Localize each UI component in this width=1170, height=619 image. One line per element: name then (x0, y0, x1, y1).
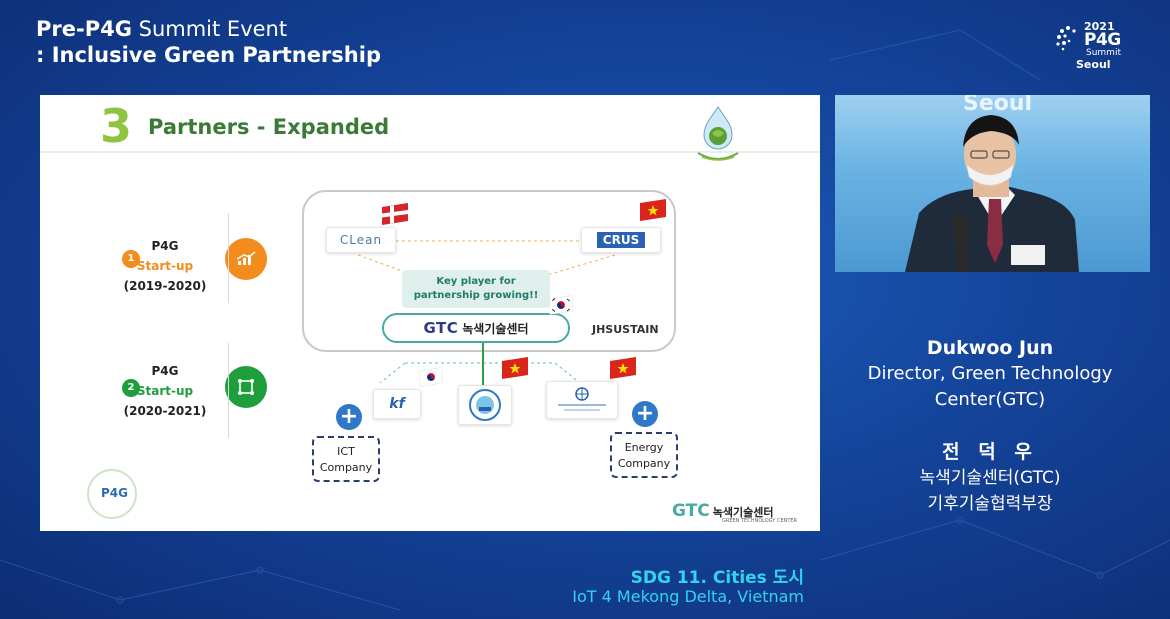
energy-company-line1: Energy (624, 441, 664, 454)
speaker-video-feed: Seoul (835, 95, 1150, 272)
logo-year: 2021 (1084, 20, 1115, 33)
clean-logo: CLean (326, 227, 396, 253)
phase-1-number: 1 (122, 250, 140, 268)
crus-logo: CRUS (581, 227, 661, 253)
event-title-bold: Pre-P4G (36, 17, 132, 41)
seal-icon (469, 389, 501, 421)
phase-1-name: P4G (151, 239, 179, 253)
slide-title: Partners - Expanded (148, 115, 390, 139)
phase-1-years: (2019-2020) (123, 279, 207, 293)
phase-2: P4G Start-up (2020-2021) (110, 361, 220, 421)
gtc-korean-text: 녹색기술센터 (462, 321, 529, 336)
event-title: Pre-P4G Summit Event : Inclusive Green P… (36, 16, 381, 68)
energy-company-line2: Company (617, 457, 671, 470)
session-sdg-label: SDG 11. Cities 도시 (630, 568, 804, 588)
phase-1: P4G Start-up (2019-2020) (110, 236, 220, 296)
p4g-summit-logo: 2021 P4G Summit Seoul (1054, 20, 1124, 72)
institute-emblem-icon (558, 387, 606, 411)
key-player-line1: Key player for (436, 276, 516, 287)
gtc-text: GTC (423, 319, 459, 337)
speaker-title-line1: Director, Green Technology (867, 363, 1113, 384)
ict-company-line1: ICT (337, 445, 355, 458)
speaker-title: Director, Green Technology Center(GTC) (840, 361, 1140, 413)
p4g-seal-logo: P4G (87, 469, 137, 519)
plus-icon: + (632, 401, 658, 427)
speaker-person-image (905, 115, 1079, 272)
phase-2-number: 2 (122, 379, 140, 397)
key-player-note: Key player for partnership growing!! (402, 270, 550, 308)
ict-company-box: ICT Company (312, 436, 380, 482)
energy-company-box: Energy Company (610, 432, 678, 478)
speaker-korean-title: 녹색기술센터(GTC) 기후기술협력부장 (840, 465, 1140, 517)
institute-logo (546, 381, 618, 419)
network-square-icon (225, 366, 267, 408)
presentation-slide: 3 Partners - Expanded 1 P4G Start-up (20… (40, 95, 820, 531)
jhsustain-logo: JHSUSTAIN (592, 323, 659, 336)
gtc-footer-korean: 녹색기술센터 (712, 506, 774, 519)
korea-flag-icon (419, 367, 443, 387)
plus-icon: + (336, 404, 362, 430)
korea-flag-icon (549, 295, 573, 315)
gtc-footer-logo: GTC 녹색기술센터 GREEN TECHNOLOGY CENTER (672, 501, 797, 524)
gtc-center-pill: GTC 녹색기술센터 (382, 313, 570, 343)
slide-header: 3 Partners - Expanded (40, 95, 820, 161)
speaker-name: Dukwoo Jun (926, 337, 1054, 359)
clean-logo-text: CLean (339, 233, 383, 247)
phase-2-stage: Start-up (136, 384, 194, 398)
kf-logo: kf (373, 389, 421, 419)
ict-company-line2: Company (319, 461, 373, 474)
logo-dots-icon (1056, 26, 1076, 51)
phase-2-years: (2020-2021) (123, 404, 207, 418)
green-globe-icon (697, 106, 739, 161)
event-title-rest: Summit Event (131, 17, 288, 41)
phase-divider (228, 343, 229, 438)
video-backdrop-text: Seoul (963, 95, 1033, 116)
event-subtitle: : Inclusive Green Partnership (36, 43, 381, 67)
partner-cluster-box (302, 190, 676, 352)
gtc-footer-subtitle: GREEN TECHNOLOGY CENTER (722, 518, 798, 524)
kf-logo-text: kf (389, 396, 405, 412)
session-subtitle: IoT 4 Mekong Delta, Vietnam (572, 587, 804, 606)
university-seal-logo (458, 385, 512, 425)
vietnam-flag-icon (610, 357, 636, 379)
logo-city: Seoul (1076, 58, 1111, 71)
phase-1-stage: Start-up (136, 259, 194, 273)
vietnam-flag-icon (502, 357, 528, 379)
growth-chart-icon (225, 238, 267, 280)
slide-number: 3 (100, 99, 133, 153)
vietnam-flag-icon (640, 199, 666, 221)
speaker-title-line2: Center(GTC) (934, 389, 1046, 410)
logo-summit: Summit (1086, 48, 1121, 58)
logo-name: P4G (1084, 30, 1121, 50)
speaker-korean-name: 전 덕 우 (942, 441, 1038, 463)
phase-divider (228, 213, 229, 303)
denmark-flag-icon (382, 203, 408, 225)
speaker-korean-role: 기후기술협력부장 (927, 494, 1053, 514)
crus-logo-text: CRUS (596, 232, 646, 248)
gtc-footer-text: GTC (672, 501, 710, 521)
phase-2-name: P4G (151, 364, 179, 378)
key-player-line2: partnership growing!! (413, 290, 539, 301)
p4g-seal-text: P4G (101, 486, 128, 500)
speaker-korean-org: 녹색기술센터(GTC) (919, 468, 1061, 488)
